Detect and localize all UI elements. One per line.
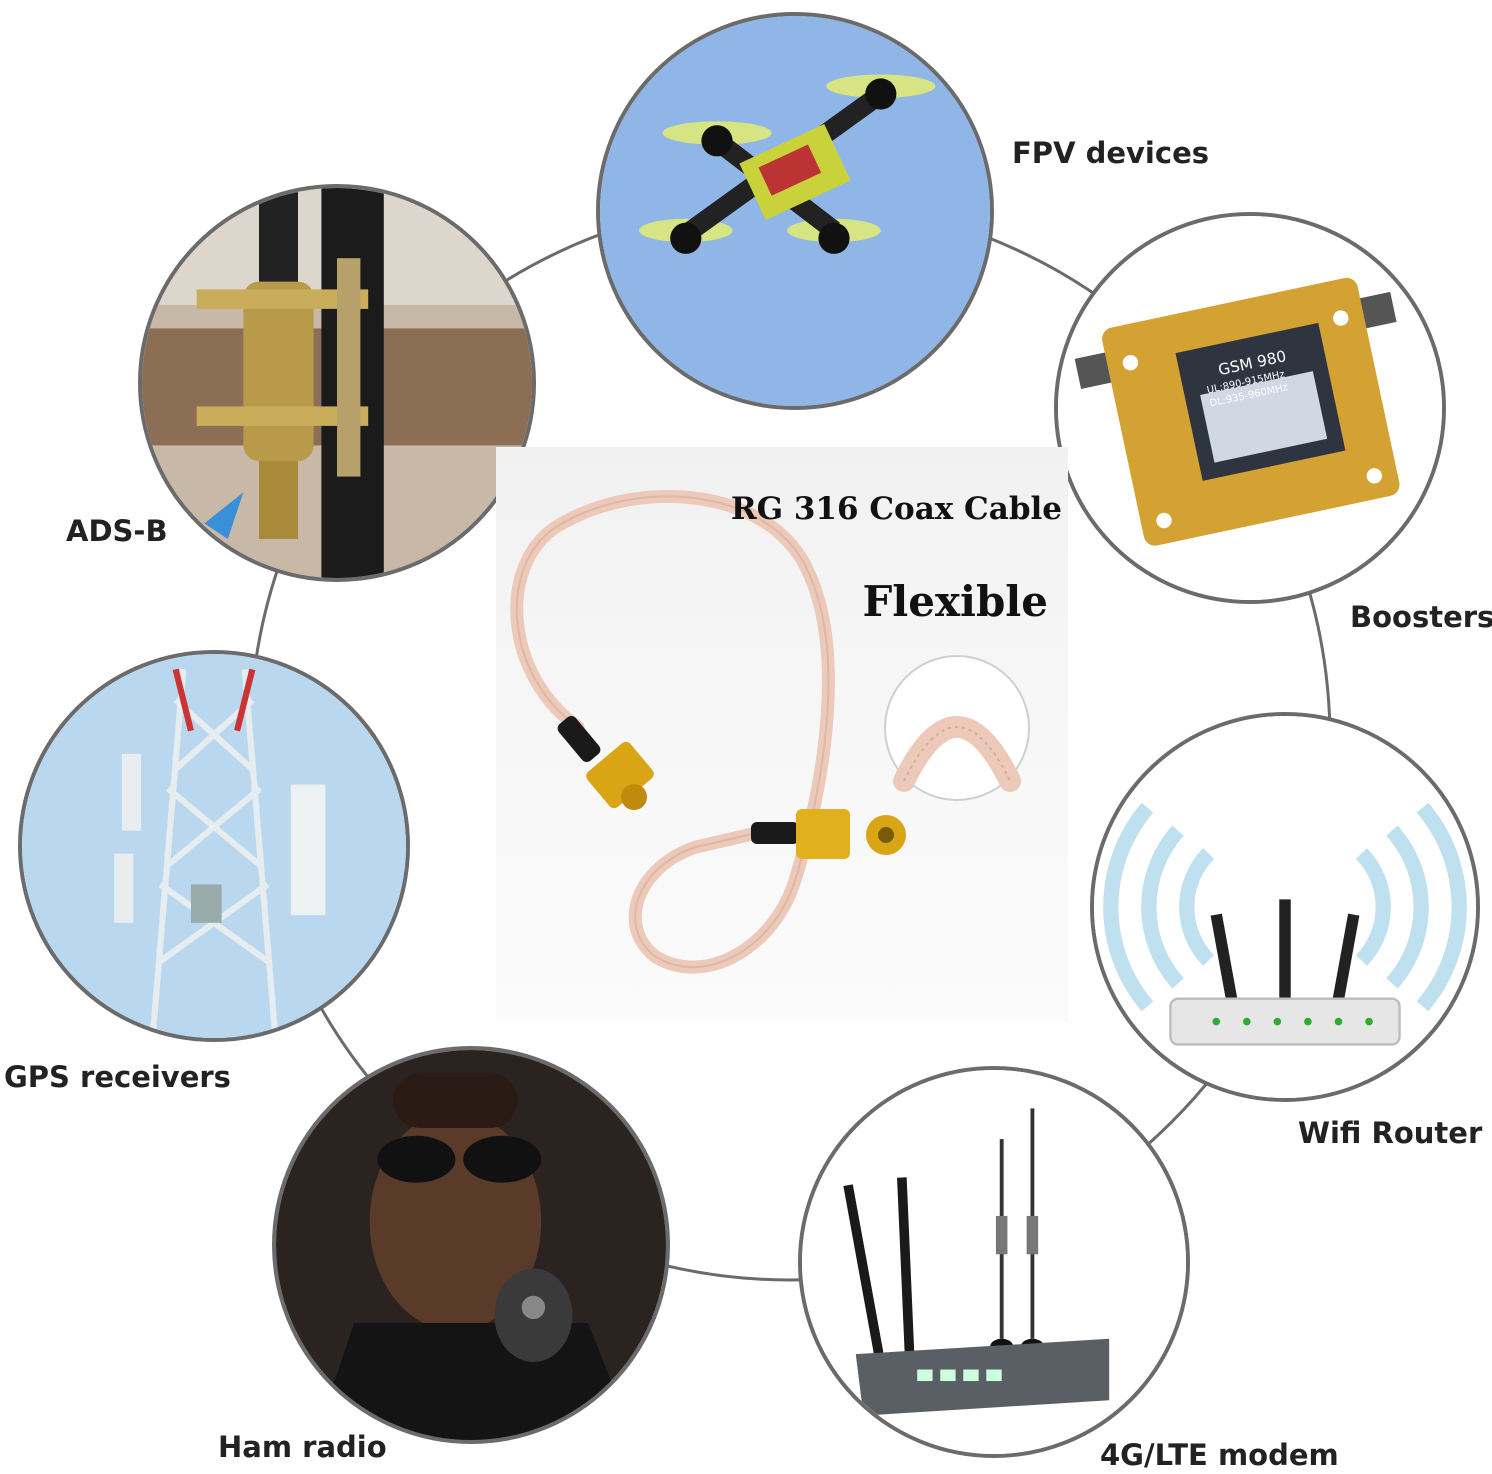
boosters-label: Boosters xyxy=(1350,600,1492,634)
wifi-router-label: Wifi Router xyxy=(1298,1116,1483,1150)
sma-male-connector xyxy=(586,741,654,809)
fpv-devices-label: FPV devices xyxy=(1012,136,1209,170)
sma-female-connector xyxy=(796,809,850,859)
cell-tower-icon xyxy=(22,654,406,1038)
product-panel: RG 316 Coax Cable Flexible xyxy=(496,447,1068,1022)
ham-radio-label: Ham radio xyxy=(218,1430,387,1464)
coax-cable-image xyxy=(510,489,906,974)
ads-b-circle xyxy=(138,184,536,582)
ads-b-label: ADS-B xyxy=(66,514,168,548)
ham-radio-icon xyxy=(276,1050,666,1440)
bend-detail-icon xyxy=(884,655,1030,801)
fpv-devices-circle xyxy=(596,12,994,410)
wifi-router-icon xyxy=(1094,716,1476,1098)
drone-icon xyxy=(600,16,990,406)
antenna-mount-icon xyxy=(142,188,532,578)
gps-receivers-circle xyxy=(18,650,410,1042)
cable-subtitle: Flexible xyxy=(862,577,1048,626)
lte-modem-circle xyxy=(798,1066,1190,1458)
gps-receivers-label: GPS receivers xyxy=(4,1060,231,1094)
lte-modem-label: 4G/LTE modem xyxy=(1100,1438,1339,1472)
sma-male-boot xyxy=(557,715,601,763)
boosters-circle: GSM 980 UL:890-915MHz DL:935-960MHz xyxy=(1054,212,1446,604)
ham-radio-circle xyxy=(272,1046,670,1444)
wifi-router-circle xyxy=(1090,712,1480,1102)
lte-modem-icon xyxy=(802,1070,1186,1454)
signal-booster-icon: GSM 980 UL:890-915MHz DL:935-960MHz xyxy=(1058,216,1442,600)
cable-title: RG 316 Coax Cable xyxy=(730,491,1062,527)
sma-female-boot xyxy=(751,822,799,844)
